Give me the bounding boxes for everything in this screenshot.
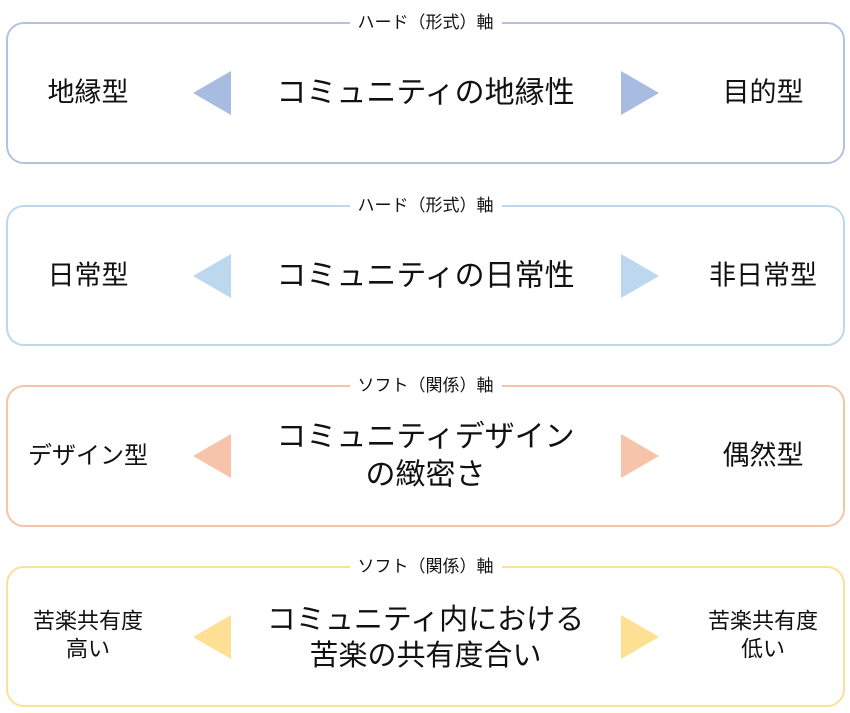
left-pole-label: 苦楽共有度 高い bbox=[13, 608, 163, 665]
right-pole-line: 偶然型 bbox=[722, 440, 804, 472]
axis-panel-shared-hardship: ソフト（関係）軸 苦楽共有度 高い コミュニティ内における 苦楽の共有度合い 苦… bbox=[6, 556, 845, 707]
right-pole-line: 非日常型 bbox=[709, 259, 817, 291]
left-pole-line: デザイン型 bbox=[28, 441, 148, 470]
left-arrow-icon bbox=[193, 434, 231, 478]
left-pole-line: 苦楽共有度 bbox=[32, 608, 143, 634]
axis-panel-community-locality: ハード（形式）軸 地縁型 コミュニティの地縁性 目的型 bbox=[6, 12, 845, 164]
axis-title: コミュニティの日常性 bbox=[256, 257, 595, 295]
left-arrow-icon bbox=[193, 253, 231, 298]
axis-title: コミュニティデザイン の緻密さ bbox=[256, 419, 595, 494]
right-pole-label: 目的型 bbox=[688, 75, 838, 110]
axis-title: コミュニティの地縁性 bbox=[256, 74, 595, 112]
left-arrow-icon bbox=[193, 71, 231, 115]
left-pole-label: 地縁型 bbox=[13, 75, 163, 110]
axis-title-line: 苦楽の共有度合い bbox=[309, 637, 542, 672]
right-arrow-icon bbox=[621, 434, 659, 478]
right-arrow-icon bbox=[621, 253, 659, 298]
left-arrow-icon bbox=[193, 614, 231, 659]
right-arrow-icon bbox=[621, 614, 659, 659]
right-pole-line: 目的型 bbox=[722, 77, 804, 109]
axis-title-line: コミュニティ内における bbox=[266, 601, 585, 636]
right-pole-line: 苦楽共有度 bbox=[707, 608, 818, 634]
right-pole-label: 非日常型 bbox=[688, 258, 838, 293]
axis-label: ソフト（関係）軸 bbox=[349, 556, 502, 578]
axis-title-line: コミュニティの日常性 bbox=[276, 257, 575, 293]
axis-panel-community-design-precision: ソフト（関係）軸 デザイン型 コミュニティデザイン の緻密さ 偶然型 bbox=[6, 375, 845, 527]
axis-title-line: コミュニティの地縁性 bbox=[276, 75, 575, 111]
axis-label: ハード（形式）軸 bbox=[349, 195, 502, 217]
left-pole-label: 日常型 bbox=[13, 258, 163, 293]
left-pole-line: 高い bbox=[65, 637, 110, 663]
axis-title: コミュニティ内における 苦楽の共有度合い bbox=[248, 600, 603, 673]
axis-label: ソフト（関係）軸 bbox=[349, 375, 502, 397]
right-pole-label: 偶然型 bbox=[688, 438, 838, 473]
left-pole-line: 地縁型 bbox=[47, 77, 129, 109]
axis-title-line: コミュニティデザイン bbox=[276, 419, 575, 455]
axis-panel-community-everydayness: ハード（形式）軸 日常型 コミュニティの日常性 非日常型 bbox=[6, 195, 845, 346]
left-pole-label: デザイン型 bbox=[13, 440, 163, 471]
right-pole-label: 苦楽共有度 低い bbox=[688, 608, 838, 665]
right-pole-line: 低い bbox=[740, 637, 785, 663]
left-pole-line: 日常型 bbox=[47, 259, 129, 291]
axis-title-line: の緻密さ bbox=[365, 457, 486, 492]
right-arrow-icon bbox=[621, 71, 659, 115]
axis-label: ハード（形式）軸 bbox=[349, 12, 502, 34]
